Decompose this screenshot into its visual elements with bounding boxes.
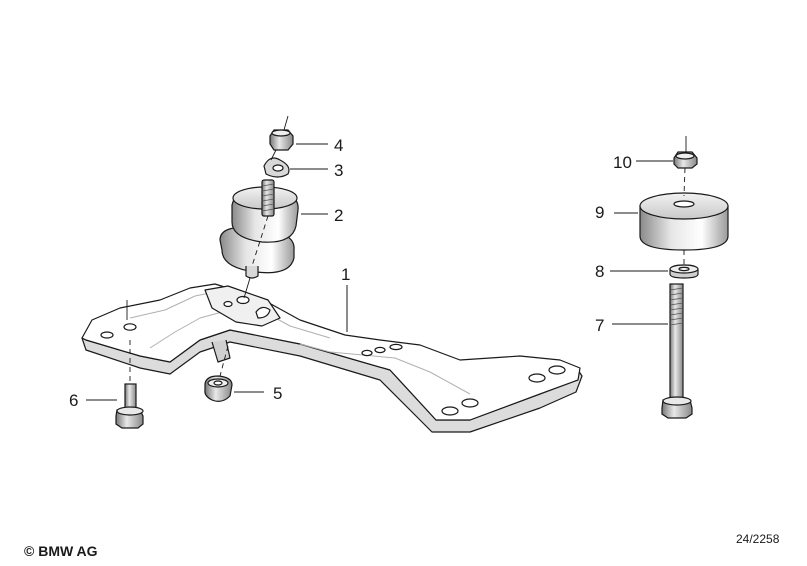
copyright-notice: © BMW AG — [24, 543, 98, 559]
callout-1: 1 — [341, 265, 351, 284]
hex-bolt — [115, 383, 144, 429]
callout-8: 8 — [595, 262, 605, 281]
triangular-washer — [263, 157, 290, 178]
callout-6: 6 — [69, 391, 79, 410]
long-bolt — [661, 283, 693, 419]
callout-3: 3 — [334, 161, 344, 180]
diagram-id: 24/2258 — [736, 532, 780, 546]
rubber-mount — [219, 179, 299, 279]
nut-small — [673, 151, 698, 169]
alignment-lines — [126, 115, 687, 384]
callout-10: 10 — [613, 153, 632, 172]
callout-7: 7 — [595, 316, 605, 335]
callout-2: 2 — [334, 206, 344, 225]
rubber-buffer — [639, 192, 729, 251]
callout-4: 4 — [334, 136, 344, 155]
washer — [669, 264, 699, 279]
transmission-support — [81, 283, 583, 433]
leader-lines — [86, 143, 673, 401]
callout-9: 9 — [595, 203, 605, 222]
hex-nut — [269, 129, 294, 151]
flange-nut — [204, 375, 233, 402]
callout-5: 5 — [273, 384, 283, 403]
